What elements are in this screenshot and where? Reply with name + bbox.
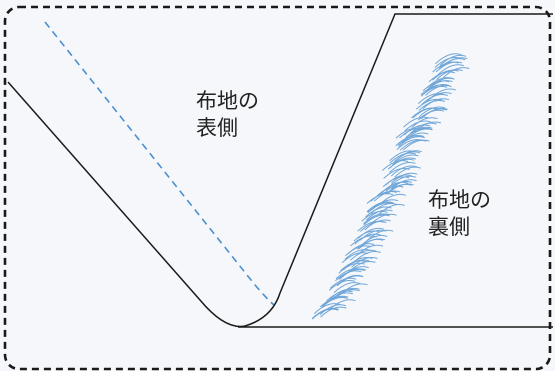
stitch-mark (351, 256, 378, 268)
seam-guide-dashed-line (44, 21, 275, 306)
stitch-mark (390, 179, 417, 191)
label-fabric-front: 布地の 表側 (196, 88, 259, 142)
stitch-mark (338, 262, 365, 274)
stitch-mark (356, 238, 384, 250)
stitch-mark (425, 85, 452, 96)
stitch-mark (350, 235, 377, 247)
stitch-mark (432, 61, 459, 73)
stitch-mark (329, 288, 356, 300)
stitch-mark (390, 165, 418, 177)
stitch-mark (435, 61, 463, 73)
stitch-mark (394, 166, 421, 178)
stitch-mark (398, 136, 425, 147)
stitch-mark (365, 206, 392, 218)
stitch-mark (395, 135, 422, 147)
stitch-mark (347, 243, 375, 254)
stitch-mark (399, 139, 427, 151)
stitch-mark (417, 109, 445, 121)
stitch-mark (387, 158, 415, 170)
stitch-mark (353, 230, 381, 242)
stitch-mark (319, 304, 347, 316)
stitch-mark (328, 279, 356, 291)
stitch-mark (350, 249, 377, 261)
stitch-mark (370, 190, 397, 202)
stitch-mark (397, 135, 425, 146)
stitch-mark (401, 132, 429, 144)
stitch-mark (421, 107, 448, 119)
stitch-mark (359, 221, 387, 232)
stitch-mark (420, 85, 448, 97)
stitch-mark (341, 252, 369, 264)
stitch-mark (321, 296, 348, 308)
stitch-mark (404, 120, 431, 132)
dashed-frame (3, 5, 552, 371)
stitch-mark (411, 117, 438, 129)
label-front-line-2: 表側 (196, 116, 238, 140)
label-fabric-back: 布地の 裏側 (428, 187, 491, 241)
stitch-mark (381, 160, 409, 171)
stitch-mark (366, 193, 394, 204)
stitch-mark (438, 58, 466, 69)
label-back-line-2: 裏側 (428, 215, 470, 239)
stitch-mark (389, 175, 417, 187)
stitch-mark (411, 107, 438, 119)
stitch-mark (376, 185, 404, 197)
stitch-mark (313, 303, 341, 314)
stitch-mark (354, 233, 381, 245)
stitch-mark (389, 161, 416, 173)
stitch-mark (410, 122, 437, 134)
stitch-mark (345, 256, 373, 268)
stitch-mark (422, 98, 450, 110)
stitch-mark (439, 54, 467, 66)
stitch-mark (340, 260, 367, 272)
stitch-mark (402, 139, 430, 151)
stitch-mark (357, 220, 384, 232)
stitch-mark (311, 308, 339, 320)
stitch-mark (382, 176, 410, 188)
stitch-mark (415, 98, 443, 110)
stitch-mark (395, 127, 423, 139)
stitch-mark (432, 69, 459, 81)
label-front-line-1: 布地の (196, 89, 259, 113)
stitch-mark (367, 201, 394, 213)
stitch-mark (389, 152, 417, 164)
stitch-mark (403, 116, 430, 128)
fabric-fold-line (7, 13, 553, 328)
stitch-mark (435, 53, 462, 65)
stitch-mark (437, 64, 465, 76)
stitch-mark (392, 154, 419, 166)
stitch-mark (333, 282, 361, 293)
stitch-mark (426, 80, 453, 91)
stitch-mark (371, 199, 399, 211)
stitch-mark (399, 127, 426, 139)
stitch-mark (345, 245, 372, 257)
stitch-mark (363, 213, 390, 225)
stitch-mark (422, 80, 450, 92)
fabric-reverse-stitch-band (311, 53, 470, 320)
stitch-mark (361, 210, 388, 222)
stitch-mark (378, 203, 405, 215)
stitch-mark (339, 268, 367, 280)
stitch-mark (390, 172, 418, 184)
stitch-mark (363, 214, 390, 226)
label-back-line-1: 布地の (428, 188, 491, 212)
stitch-mark (367, 229, 394, 241)
stitch-mark (329, 299, 356, 311)
stitch-mark (326, 290, 353, 302)
stitch-mark (417, 93, 445, 104)
stitch-mark (442, 67, 470, 78)
